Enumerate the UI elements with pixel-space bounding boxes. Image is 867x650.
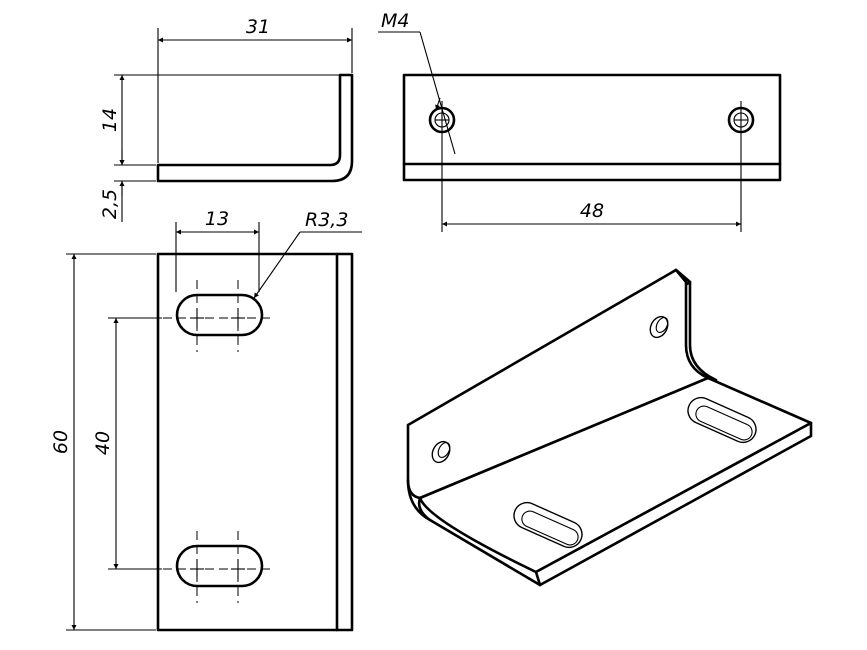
dim-label-60: 60 [50, 430, 72, 454]
iso-base-front [534, 421, 813, 587]
leader-m4 [419, 31, 456, 155]
iso-slot-front [513, 501, 583, 549]
leader-r3-3 [253, 231, 301, 299]
dim-label-31: 31 [246, 16, 270, 38]
dim-label-2-5: 2,5 [99, 189, 121, 219]
slot-lower [175, 544, 264, 588]
front-view: 31 14 2,5 [99, 16, 354, 222]
top-view: 48 M4 [378, 10, 782, 232]
dim-label-48: 48 [580, 200, 604, 222]
dim-label-14: 14 [99, 108, 121, 132]
label-r3-3: R3,3 [305, 209, 348, 231]
slot-upper [175, 293, 264, 337]
dim-label-13: 13 [205, 208, 229, 230]
dim-label-40: 40 [92, 431, 114, 455]
iso-slot-back [687, 396, 757, 444]
side-view-outline [156, 252, 354, 632]
label-m4: M4 [381, 10, 409, 32]
side-view: 60 40 13 R3,3 [50, 208, 362, 632]
front-view-profile [156, 73, 354, 183]
top-view-outline [402, 73, 782, 182]
isometric-view [406, 268, 813, 587]
